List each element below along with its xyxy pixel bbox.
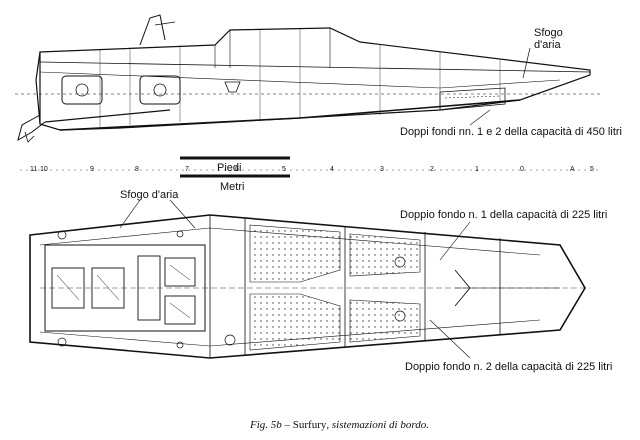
station-number: A [570, 166, 575, 173]
caption-boat-name: Surfury [293, 419, 327, 431]
sfogo-aria-side-label-line1: Sfogo [534, 27, 563, 39]
station-number: 9 [90, 166, 94, 173]
station-number: 6 [235, 166, 239, 173]
station-number: 5 [590, 166, 594, 173]
station-number: 1 [475, 166, 479, 173]
figure-caption: Fig. 5b – Surfury, sistemazioni di bordo… [249, 419, 429, 431]
caption-dash: – [282, 419, 293, 431]
station-number: 11 [30, 166, 37, 173]
station-number: 0 [520, 166, 524, 173]
plan-view [29, 199, 590, 359]
station-number: 10 [40, 166, 48, 173]
caption-fig-number: Fig. 5b [249, 419, 282, 431]
doppio-fondo-1-label: Doppio fondo n. 1 della capacità di 225 … [400, 209, 607, 221]
station-number: 8 [135, 166, 139, 173]
station-number: 7 [185, 166, 189, 173]
station-number: 5 [282, 166, 286, 173]
scale-piedi-label: Piedi [217, 162, 241, 174]
doppio-fondo-2-label: Doppio fondo n. 2 della capacità di 225 … [405, 361, 612, 373]
station-number: 4 [330, 166, 334, 173]
doppi-fondi-label: Doppi fondi nn. 1 e 2 della capacità di … [400, 126, 622, 138]
station-number: 2 [430, 166, 434, 173]
caption-rest: , sistemazioni di bordo. [326, 419, 429, 431]
station-number: 3 [380, 166, 384, 173]
scale-bar [20, 156, 600, 178]
scale-metri-label: Metri [220, 181, 244, 193]
sfogo-aria-side-label-line2: d'aria [534, 39, 561, 51]
sfogo-aria-plan-label: Sfogo d'aria [120, 189, 179, 201]
side-profile-view [15, 14, 600, 143]
